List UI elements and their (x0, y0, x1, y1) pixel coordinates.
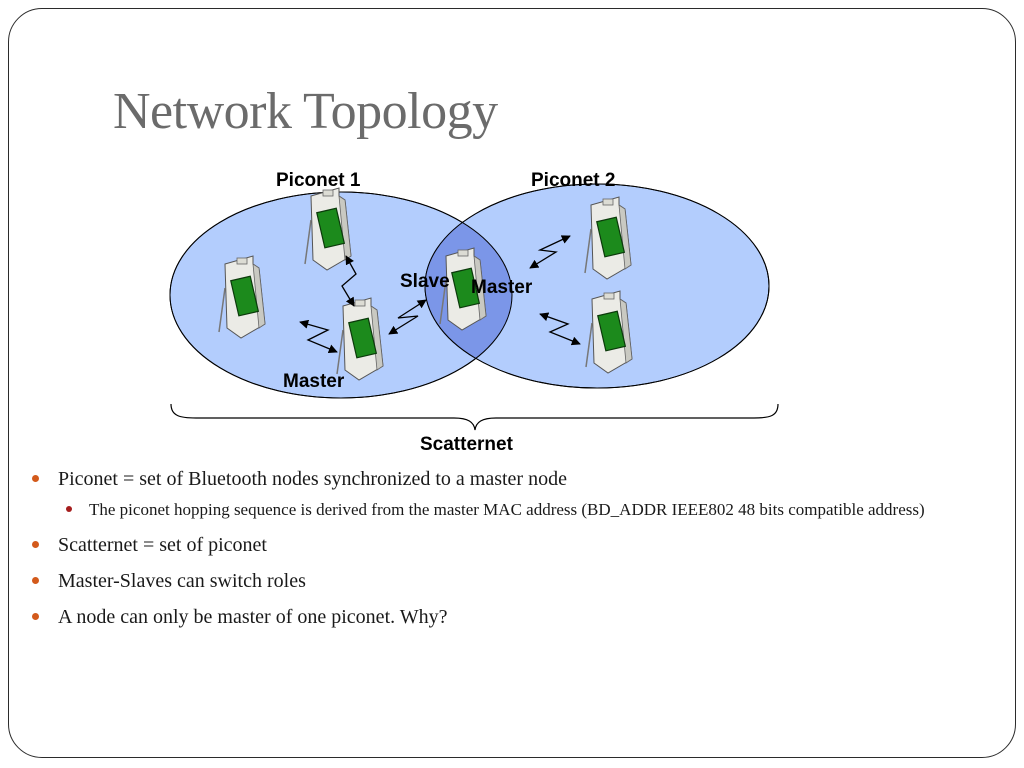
bullet-list: Piconet = set of Bluetooth nodes synchro… (30, 466, 950, 640)
curly-brace (170, 403, 779, 431)
bullet-item: Piconet = set of Bluetooth nodes synchro… (30, 466, 950, 522)
bullet-item: A node can only be master of one piconet… (30, 604, 950, 630)
scatternet-label: Scatternet (420, 434, 514, 455)
radio-link-icon (341, 255, 357, 307)
master-label-left: Master (283, 371, 345, 392)
sub-bullet-list: The piconet hopping sequence is derived … (58, 498, 950, 522)
sub-bullet-item: The piconet hopping sequence is derived … (58, 498, 950, 522)
radio-link-icon (299, 319, 338, 354)
radio-link-icon (529, 235, 571, 269)
piconet-1-label: Piconet 1 (276, 170, 361, 191)
radio-link-icon (388, 299, 427, 335)
bullet-item: Scatternet = set of piconet (30, 532, 950, 558)
piconet-2-label: Piconet 2 (531, 170, 615, 191)
slide-frame (8, 8, 1016, 758)
bullet-text: Piconet = set of Bluetooth nodes synchro… (58, 468, 567, 490)
bullet-item: Master-Slaves can switch roles (30, 568, 950, 594)
radio-link-icon (539, 312, 581, 346)
slide-title: Network Topology (113, 83, 498, 140)
master-label-right: Master (471, 277, 533, 298)
slave-label: Slave (400, 271, 450, 292)
